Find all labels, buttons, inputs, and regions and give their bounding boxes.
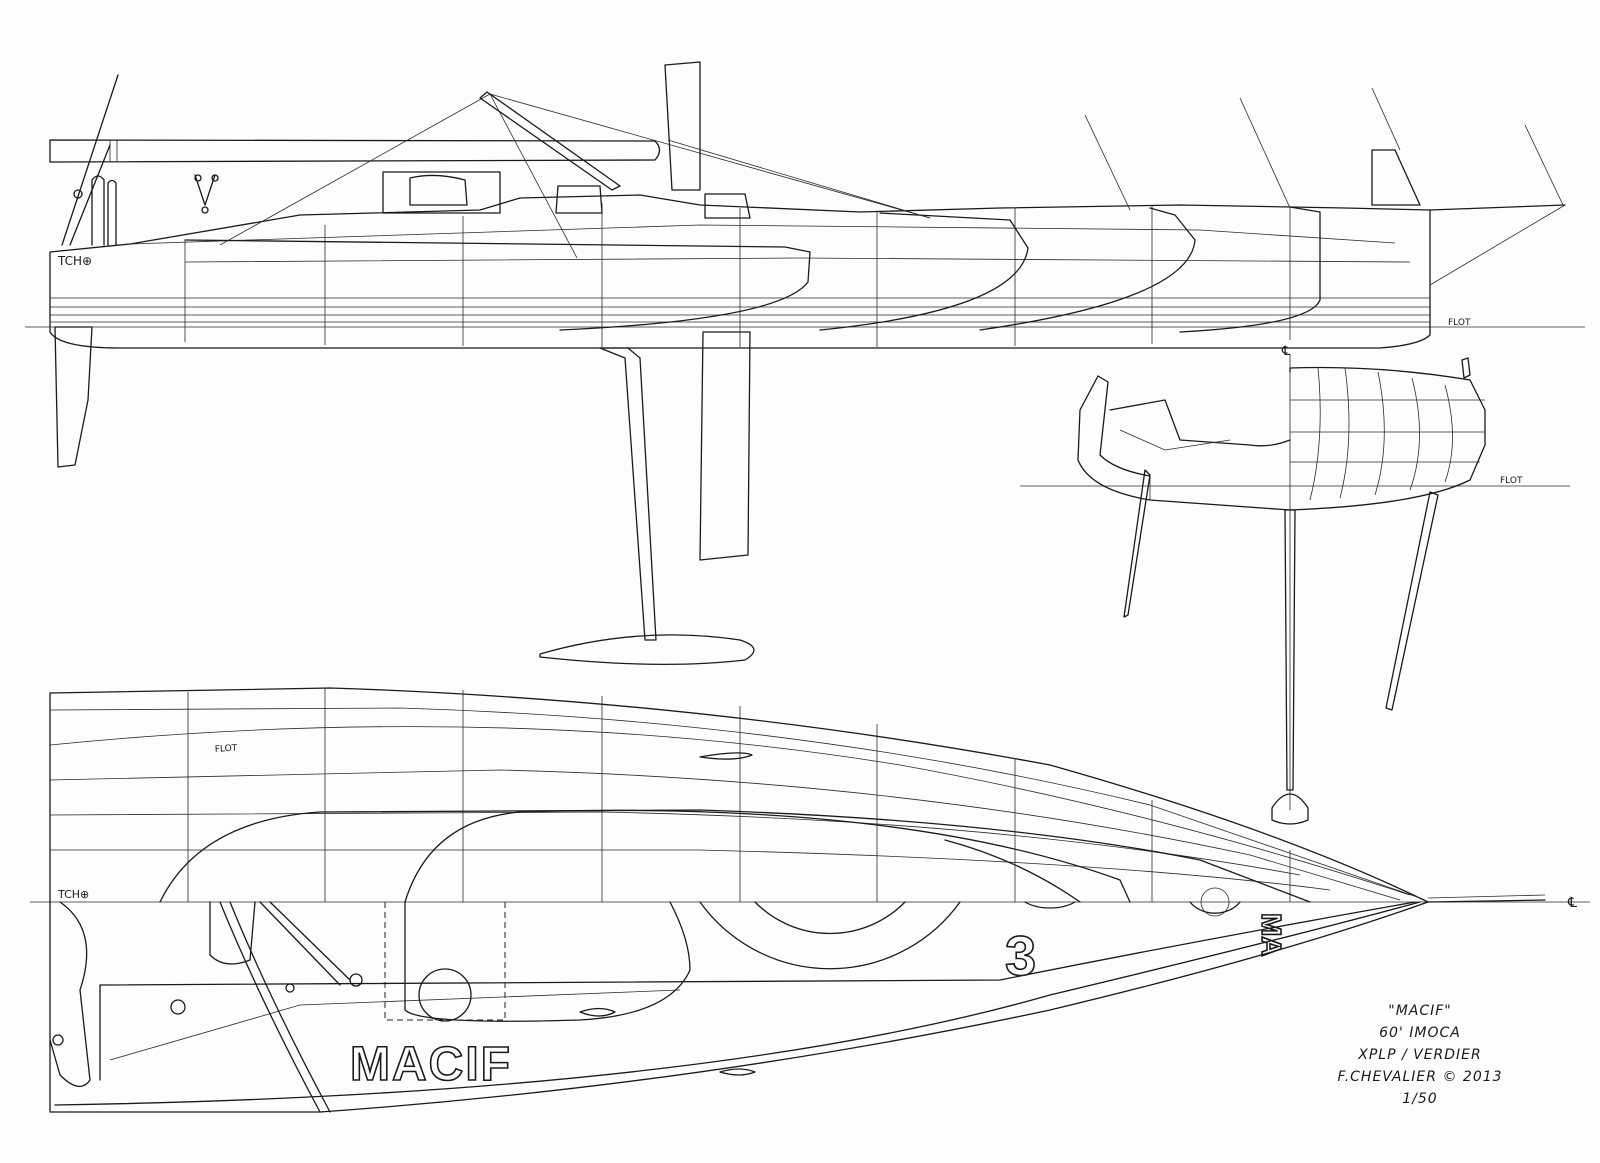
plan-tiller-line <box>219 901 321 1113</box>
plan-chine-upper-3 <box>944 839 1081 903</box>
plan-hatch-small <box>579 1007 616 1017</box>
plan-graphic-arc-inner <box>754 901 906 935</box>
plan-sail-number: 3 <box>1005 924 1036 987</box>
section-cockpit <box>1109 399 1291 447</box>
section-leeward-foil <box>1123 469 1151 618</box>
plan-graphic-ring <box>1200 887 1230 917</box>
plan-chine-upper-2 <box>404 809 1131 903</box>
plan-tiller-line-2 <box>229 901 331 1113</box>
keel-fin <box>599 347 657 641</box>
section-waterline-label: FLOT <box>1500 476 1523 486</box>
plan-stern-detail <box>49 901 91 1087</box>
profile-hull-outline <box>49 194 1431 349</box>
plan-traveller-1 <box>259 901 341 986</box>
plan-graphic-arc-3 <box>1024 901 1076 909</box>
cockpit-window <box>555 185 603 214</box>
section-centerline-label: ℄ <box>1281 344 1291 359</box>
deck-box <box>704 193 751 219</box>
plan-graphic-arc-4 <box>1189 901 1241 914</box>
plan-waterline-label: FLOT <box>215 743 239 755</box>
plan-sheer-upper <box>49 687 1429 903</box>
daggerboard <box>699 331 751 561</box>
profile-chine-1 <box>184 239 811 331</box>
title-boat-name: "MACIF" <box>1388 1003 1452 1019</box>
section-keel-bulb <box>1271 793 1309 825</box>
section-deck-edge <box>1097 375 1151 477</box>
plan-centerline-label: ℄ <box>1567 895 1577 911</box>
bow-pulpit <box>1371 149 1421 206</box>
plan-bowsprit <box>1427 899 1546 903</box>
section-view: FLOT ℄ <box>1020 344 1570 825</box>
section-frames <box>1290 367 1485 501</box>
section-pulpit <box>1461 357 1471 379</box>
coachroof-hatch <box>409 174 468 206</box>
plan-hull-logo: MACIF <box>350 1038 512 1091</box>
plan-winch-3 <box>170 999 186 1015</box>
profile-rudder <box>54 326 93 468</box>
profile-view: TCH⊕ FLOT <box>25 61 1585 665</box>
profile-chine-2 <box>819 212 1029 331</box>
plan-stern-winch <box>52 1034 64 1046</box>
plan-hatch-fwd <box>719 1068 756 1076</box>
plan-traveller-2 <box>269 901 351 981</box>
boom <box>49 139 661 163</box>
plan-deck-line-2 <box>109 989 681 1061</box>
profile-waterline-label: FLOT <box>1448 318 1471 328</box>
profile-mark-label: TCH⊕ <box>57 254 92 268</box>
bowsprit <box>1429 204 1566 211</box>
section-daggerboard <box>1385 491 1439 711</box>
section-keel-fin <box>1284 509 1296 791</box>
coachroof <box>382 171 501 214</box>
title-class: 60' IMOCA <box>1379 1025 1461 1041</box>
forestay <box>667 139 931 219</box>
plan-bowsprit-edge <box>1427 894 1546 899</box>
plan-hatch-circle <box>418 968 472 1022</box>
section-bracket <box>1119 429 1231 451</box>
plan-sheer-lower <box>49 901 1429 1113</box>
title-scale: 1/50 <box>1402 1091 1438 1107</box>
bobstay <box>1429 204 1566 286</box>
title-author: F.CHEVALIER © 2013 <box>1337 1069 1503 1085</box>
stern-fittings <box>61 74 219 246</box>
shroud-2 <box>489 93 578 259</box>
plan-hatch-dashed <box>384 902 506 1021</box>
profile-line-5 <box>129 224 1396 245</box>
plan-winch-2 <box>285 983 295 993</box>
plan-winch-base <box>209 901 256 965</box>
plan-winch-1 <box>349 973 363 987</box>
plan-graphic-arc-outer <box>699 901 961 970</box>
plan-cockpit-outline <box>404 901 691 1022</box>
profile-chine-4 <box>1179 206 1321 333</box>
plan-deck-line-1 <box>99 901 1416 1081</box>
plan-waterlines-upper <box>49 707 1421 901</box>
plan-deck-edge-lower <box>54 901 1421 1106</box>
title-block: "MACIF" 60' IMOCA XPLP / VERDIER F.CHEVA… <box>1270 1000 1570 1110</box>
mast-stub <box>664 61 701 191</box>
plan-chine-upper-1 <box>159 809 1311 903</box>
plan-hatch-upper <box>699 752 753 760</box>
shroud-1 <box>219 93 491 246</box>
keel-bulb <box>539 634 755 665</box>
shroud-3 <box>489 93 931 219</box>
plan-mark-label: TCH⊕ <box>57 888 89 901</box>
plan-bow-letters: MA <box>1256 913 1287 957</box>
profile-chine-3 <box>979 207 1196 331</box>
profile-forestays <box>1084 87 1564 211</box>
plan-stations <box>187 688 1291 902</box>
profile-stations <box>184 203 1291 347</box>
title-designer: XPLP / VERDIER <box>1358 1047 1482 1063</box>
plan-view: MACIF 3 MA FLOT TCH⊕ ℄ <box>30 687 1590 1113</box>
spreader <box>479 91 621 191</box>
profile-line-6 <box>184 257 1411 263</box>
